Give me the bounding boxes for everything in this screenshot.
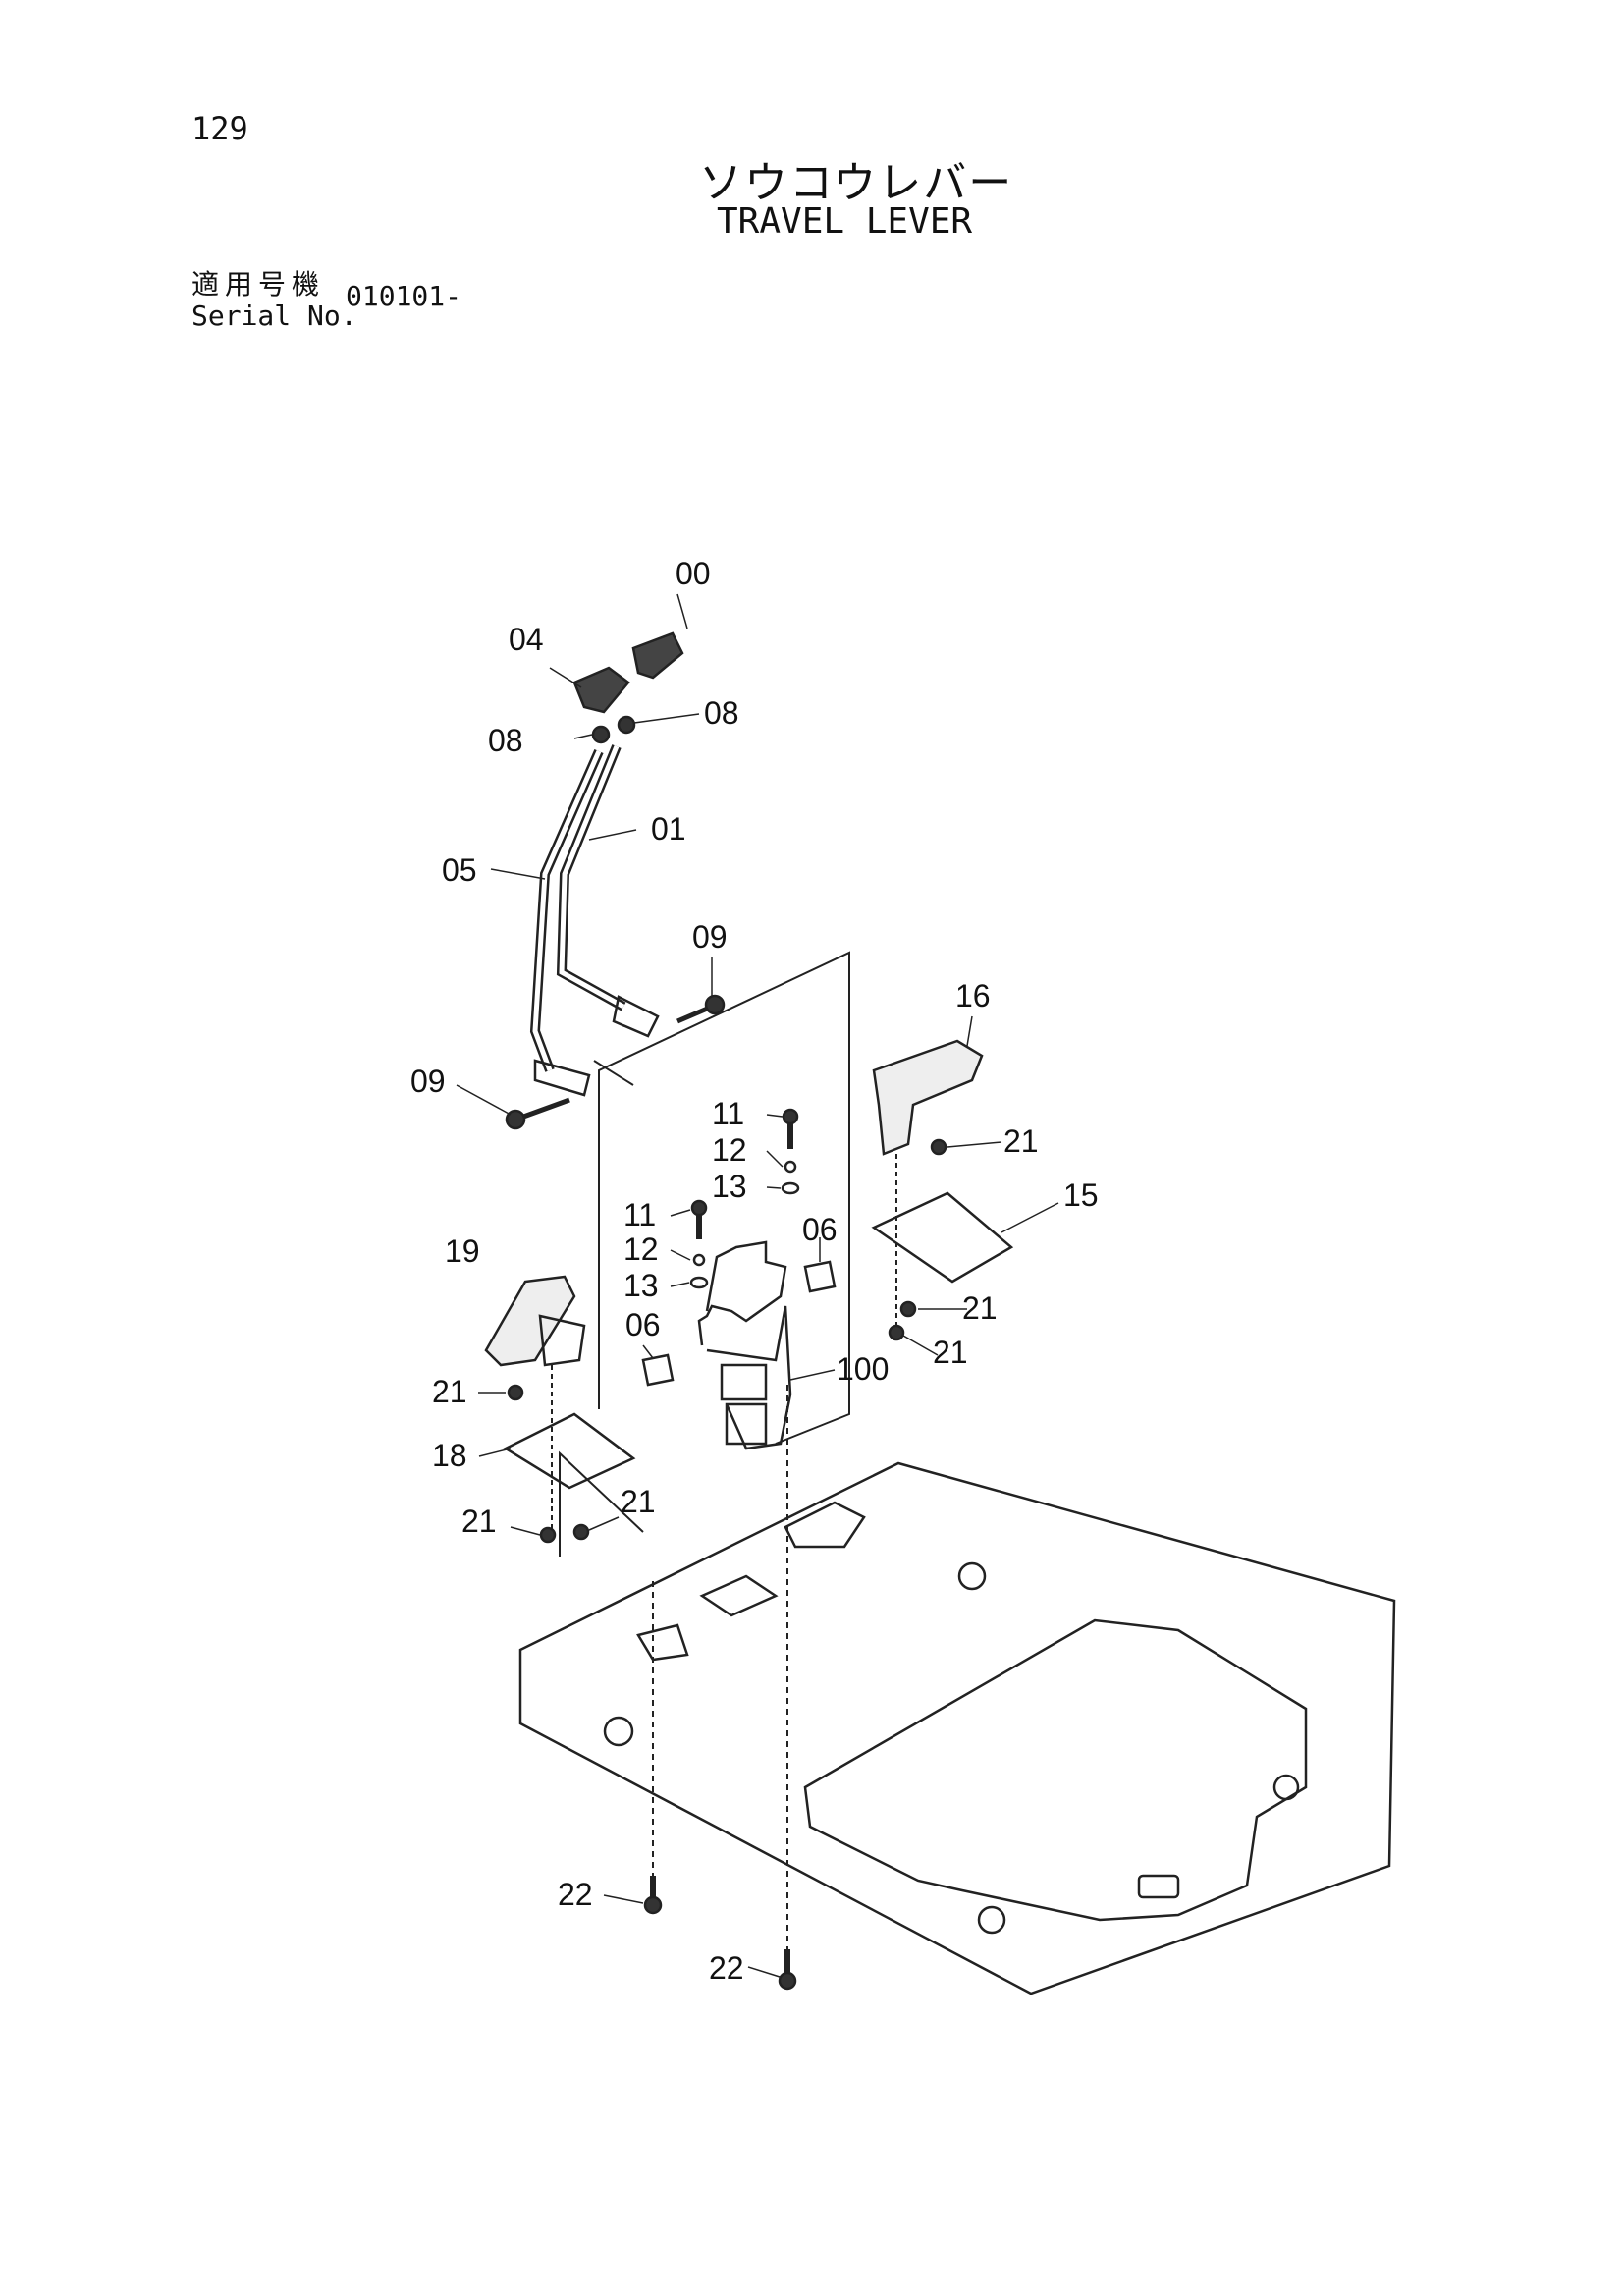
callout-06-upper: 06 xyxy=(802,1212,838,1247)
callout-21-f: 21 xyxy=(621,1484,656,1519)
callout-11-upper: 11 xyxy=(712,1096,744,1131)
plate-15 xyxy=(871,1191,1014,1284)
callout-12-upper: 12 xyxy=(712,1132,747,1168)
callout-21-b: 21 xyxy=(962,1290,998,1326)
callout-16: 16 xyxy=(955,978,991,1013)
page-number: 129 xyxy=(191,110,248,147)
callout-21-a: 21 xyxy=(1003,1123,1039,1159)
callout-08-right: 08 xyxy=(704,695,739,731)
callout-04: 04 xyxy=(509,622,544,657)
serial-label-english: Serial No. xyxy=(191,300,357,332)
callout-08-left: 08 xyxy=(488,723,523,758)
callout-100: 100 xyxy=(837,1351,889,1387)
grip-00 xyxy=(631,631,684,680)
callout-09-upper: 09 xyxy=(692,919,728,955)
callout-18: 18 xyxy=(432,1438,467,1473)
callout-21-e: 21 xyxy=(461,1503,497,1539)
floor-plate-opening xyxy=(803,1618,1308,1922)
callout-00: 00 xyxy=(676,556,711,591)
callout-12-lower: 12 xyxy=(623,1231,659,1267)
pilot-valve-100 xyxy=(697,1240,787,1346)
floor-plate xyxy=(518,1461,1396,1995)
callout-21-c: 21 xyxy=(933,1335,968,1370)
callout-13-upper: 13 xyxy=(712,1169,747,1204)
callout-19: 19 xyxy=(445,1233,480,1269)
callout-09-lower: 09 xyxy=(410,1064,446,1099)
callout-15: 15 xyxy=(1063,1177,1099,1213)
block-06-lower xyxy=(641,1353,675,1387)
callout-06-lower: 06 xyxy=(625,1307,661,1342)
callout-05: 05 xyxy=(442,852,477,888)
callout-13-lower: 13 xyxy=(623,1268,659,1303)
grip-04 xyxy=(572,666,630,714)
callout-21-d: 21 xyxy=(432,1374,467,1409)
serial-value: 010101- xyxy=(346,280,462,312)
callout-22-left: 22 xyxy=(558,1877,593,1912)
callout-22-right: 22 xyxy=(709,1950,744,1986)
pedal-19 xyxy=(484,1275,576,1367)
plate-18 xyxy=(503,1412,636,1490)
lever-01 xyxy=(556,744,626,1011)
pedal-16 xyxy=(872,1039,984,1156)
callout-11-lower: 11 xyxy=(623,1197,656,1232)
title-english: TRAVEL LEVER xyxy=(717,201,973,242)
callout-01: 01 xyxy=(651,811,686,847)
block-06-upper xyxy=(803,1260,837,1293)
cabinet-frame xyxy=(598,951,850,1445)
serial-label-japanese: 適用号機 xyxy=(191,268,326,301)
title-japanese: ソウコウレバー xyxy=(699,158,1014,208)
